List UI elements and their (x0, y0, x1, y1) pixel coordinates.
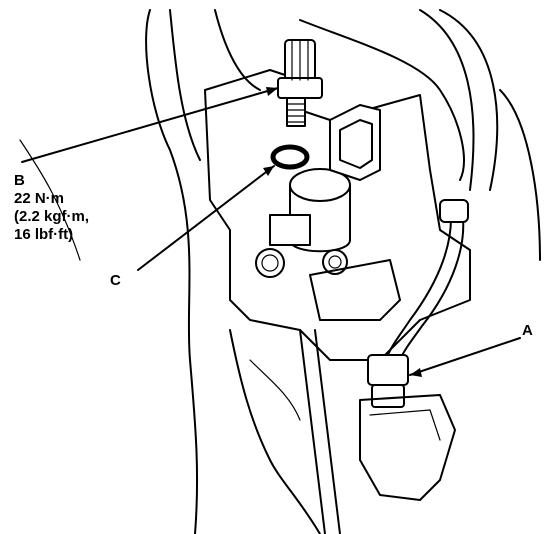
label-a: A (522, 322, 533, 339)
leader-line-a (409, 337, 521, 376)
harness-wire-outer (387, 204, 452, 356)
label-b-letter: B (14, 172, 25, 189)
lower-housing (229, 329, 321, 534)
upper-tube-inner (439, 9, 499, 191)
housing-outline-inner (169, 9, 201, 161)
pressure-switch (277, 39, 323, 127)
housing-edge (19, 139, 81, 261)
connector-bracket (309, 104, 401, 321)
label-b: B 22 N·m (2.2 kgf·m, 16 lbf·ft) (14, 172, 89, 244)
leader-line-b (21, 87, 279, 163)
dipstick-tube-2 (314, 329, 341, 534)
right-edge (499, 89, 541, 261)
housing-outline-left (145, 9, 199, 534)
lower-detail (249, 359, 301, 421)
label-b-torque-line1: 22 N·m (14, 190, 65, 207)
lower-bracket (359, 394, 456, 501)
label-b-torque-line2: (2.2 kgf·m, (14, 208, 90, 225)
label-c: C (110, 272, 121, 289)
top-boss (299, 19, 465, 181)
leader-arrow-b (266, 87, 278, 96)
dipstick-tube (299, 329, 326, 534)
harness-connector (367, 199, 469, 408)
lower-bracket-detail (369, 409, 441, 441)
leader-arrow-c (263, 166, 274, 176)
harness-wire-inner (399, 209, 465, 361)
label-b-torque-line3: 16 lbf·ft) (14, 226, 74, 243)
upper-frame (214, 9, 261, 91)
mounting-bolt (322, 249, 348, 275)
upper-tube-outer (419, 9, 475, 191)
leader-line-c (137, 165, 275, 271)
sealing-washer (270, 144, 310, 170)
solenoid-valve (255, 168, 351, 278)
leader-arrow-a (410, 368, 422, 377)
